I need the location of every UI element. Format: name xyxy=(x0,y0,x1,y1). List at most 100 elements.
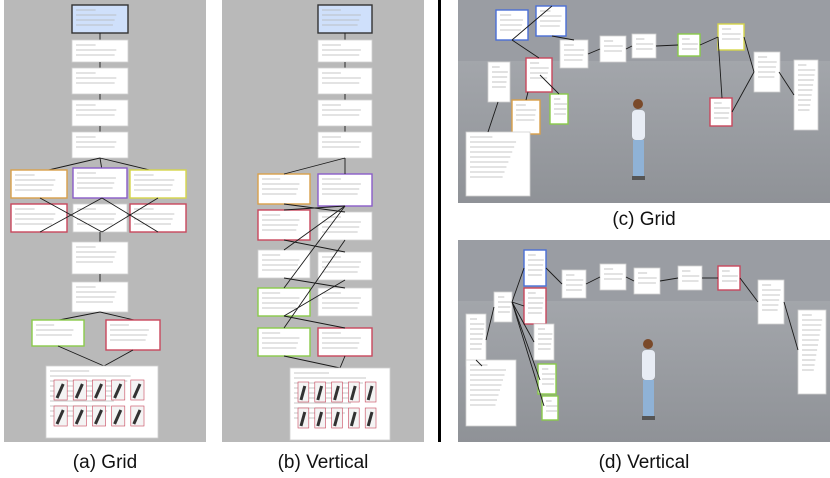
view-card xyxy=(257,209,311,241)
provenance-edge xyxy=(511,5,553,41)
view-card xyxy=(71,241,129,275)
view-card-frame xyxy=(541,395,559,421)
view-card xyxy=(537,363,557,395)
view-card xyxy=(717,265,741,291)
panel-divider xyxy=(438,0,441,442)
view-card xyxy=(129,203,187,233)
grid-layout-2d-panel xyxy=(4,0,206,442)
scatter-cloud xyxy=(316,411,324,427)
provenance-edge xyxy=(783,301,799,351)
view-card xyxy=(753,51,781,93)
scatter-cloud xyxy=(55,409,65,425)
view-card xyxy=(523,287,547,325)
view-card xyxy=(559,39,589,69)
view-card xyxy=(493,291,513,323)
vertical-layout-3d-panel xyxy=(458,240,830,442)
provenance-edge xyxy=(699,36,719,46)
view-card xyxy=(709,97,733,127)
provenance-edge xyxy=(485,306,495,341)
provenance-edge xyxy=(101,197,159,233)
view-card xyxy=(31,319,85,347)
caption-vertical-2d: (b) Vertical xyxy=(277,452,369,473)
provenance-edge xyxy=(511,267,525,303)
provenance-edge xyxy=(545,267,563,285)
person-torso xyxy=(632,110,645,140)
person-shoes xyxy=(642,416,655,420)
view-card xyxy=(631,33,657,59)
view-card-frame xyxy=(289,367,391,441)
scatter-cloud xyxy=(349,385,357,401)
provenance-edge xyxy=(99,311,135,321)
provenance-edge xyxy=(511,301,541,381)
provenance-edge xyxy=(659,277,679,282)
view-card-frame xyxy=(709,97,733,127)
provenance-edge xyxy=(39,197,103,233)
view-card xyxy=(257,327,311,357)
view-card-frame xyxy=(677,265,703,291)
view-card xyxy=(465,131,531,197)
view-card-frame xyxy=(71,99,129,127)
view-card-frame xyxy=(317,327,373,357)
view-card xyxy=(549,93,569,125)
view-card xyxy=(317,211,373,241)
view-card xyxy=(677,33,701,57)
scatter-cloud xyxy=(299,411,307,427)
view-card xyxy=(289,367,391,441)
provenance-edge xyxy=(487,101,499,133)
scatter-cloud xyxy=(94,383,103,399)
view-card xyxy=(71,67,129,95)
view-card xyxy=(317,173,373,207)
provenance-edge xyxy=(57,345,105,367)
view-card-frame xyxy=(599,263,627,291)
provenance-edge xyxy=(283,355,341,369)
view-card xyxy=(633,267,661,295)
provenance-edge xyxy=(103,349,134,367)
caption-vertical-3d: (d) Vertical xyxy=(598,452,690,473)
view-card-frame xyxy=(631,33,657,59)
scatter-cloud xyxy=(349,411,357,427)
person-torso xyxy=(642,350,655,380)
view-card xyxy=(317,99,373,127)
view-card xyxy=(525,57,553,93)
view-card xyxy=(797,309,827,395)
provenance-edge xyxy=(511,301,525,307)
view-card xyxy=(71,281,129,313)
view-card xyxy=(535,5,567,37)
view-card-frame xyxy=(71,4,129,34)
scatter-cloud xyxy=(113,409,123,425)
view-card-frame xyxy=(10,169,68,199)
view-card xyxy=(511,99,541,135)
caption-grid-3d: (c) Grid xyxy=(612,209,676,230)
view-card-frame xyxy=(561,269,587,299)
scatter-cloud xyxy=(113,383,123,399)
provenance-edge xyxy=(551,35,575,41)
provenance-edge xyxy=(525,91,529,101)
view-card xyxy=(465,313,487,367)
provenance-edge xyxy=(778,71,795,96)
view-card-frame xyxy=(757,279,785,325)
person-legs xyxy=(633,140,644,176)
view-card-frame xyxy=(317,4,373,34)
provenance-edge xyxy=(587,48,601,55)
view-card-frame xyxy=(599,35,627,63)
scatter-cloud xyxy=(74,409,84,425)
provenance-edge xyxy=(739,277,759,303)
view-card-frame xyxy=(511,99,541,135)
scatter-cloud xyxy=(74,383,84,399)
view-card-frame xyxy=(317,67,373,95)
view-card-frame xyxy=(559,39,589,69)
provenance-edge xyxy=(283,205,346,251)
scatter-cloud xyxy=(55,383,65,399)
view-card-frame xyxy=(129,203,187,233)
provenance-edge xyxy=(283,239,346,253)
view-card xyxy=(10,203,68,233)
scatter-cloud xyxy=(333,411,340,427)
view-card-frame xyxy=(71,39,129,63)
view-card-frame xyxy=(465,313,487,367)
scatter-cloud xyxy=(94,409,103,425)
provenance-edge xyxy=(511,39,540,59)
view-card xyxy=(71,99,129,127)
scatter-cloud xyxy=(333,385,340,401)
provenance-edge xyxy=(539,74,560,95)
view-card xyxy=(71,131,129,159)
